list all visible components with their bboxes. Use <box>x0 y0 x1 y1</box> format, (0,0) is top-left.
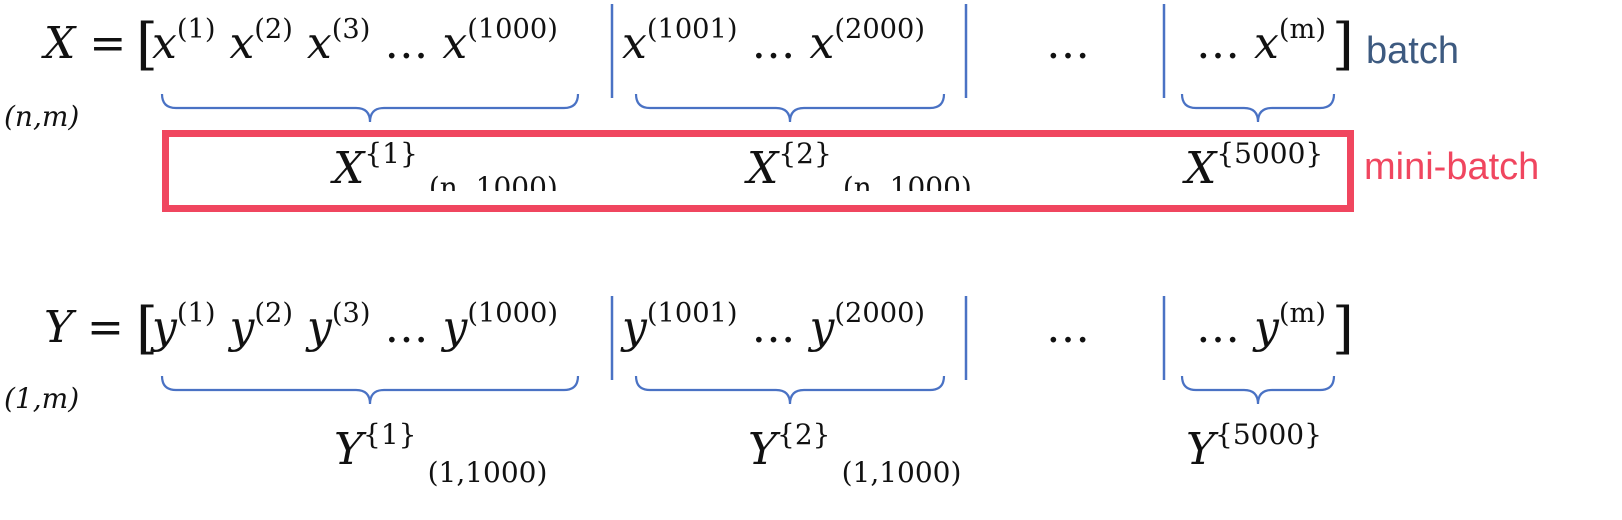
x-element-m: x(m) <box>1254 14 1326 69</box>
x-element-2: x(2) <box>229 14 293 69</box>
y-element-2000: y(2000) <box>809 298 926 353</box>
mini-batch-y-2: Y{2} (1,1000) <box>748 417 962 489</box>
x-ellipsis: … <box>751 18 796 69</box>
y-dimension-label: (1,m) <box>4 382 80 415</box>
y-batch-segment-last: … y(m) <box>1196 298 1326 353</box>
x-matrix-symbol: X <box>44 18 76 69</box>
x-dimension-label: (n,m) <box>4 100 80 133</box>
x-ellipsis: … <box>384 18 429 69</box>
y-element-3: y(3) <box>306 298 371 353</box>
y-element-1000: y(1000) <box>442 298 558 353</box>
mini-batch-y-2-dim: (1,1000) <box>841 456 962 489</box>
y-vector-symbol: Y <box>44 302 74 353</box>
x-batch-segment-1: x(1) x(2) x(3) … x(1000) <box>152 14 558 69</box>
mini-batch-label: mini-batch <box>1364 146 1540 188</box>
x-element-1001: x(1001) <box>622 14 738 69</box>
x-batch-segment-last: … x(m) <box>1196 14 1326 69</box>
x-element-1000: x(1000) <box>442 14 558 69</box>
y-element-m: y(m) <box>1254 298 1326 353</box>
x-element-2000: x(2000) <box>809 14 926 69</box>
equals-sign: = <box>87 302 124 353</box>
mini-batch-box-content: X{1} (n, 1000) X{2} (n, 1000) X{5000} <box>169 137 1347 191</box>
y-batch-segment-1: y(1) y(2) y(3) … y(1000) <box>152 298 558 353</box>
mini-batch-y-1: Y{1} (1,1000) <box>334 417 548 489</box>
y-batch-segment-2: y(1001) … y(2000) <box>622 298 926 353</box>
x-element-3: x(3) <box>306 14 371 69</box>
mini-batch-x-2-dim: (n, 1000) <box>842 171 972 191</box>
x-middle-ellipsis: … <box>1046 18 1090 69</box>
y-element-2: y(2) <box>229 298 293 353</box>
y-middle-ellipsis: … <box>1046 302 1090 353</box>
mini-batch-x-5000: X{5000} <box>1185 137 1324 191</box>
mini-batch-x-1-dim: (n, 1000) <box>428 171 558 191</box>
x-element-1: x(1) <box>152 14 216 69</box>
mini-batch-box <box>162 130 1354 212</box>
y-ellipsis: … <box>1196 302 1240 353</box>
batch-label: batch <box>1366 30 1459 72</box>
x-left-bracket: [ <box>136 12 158 77</box>
equals-sign: = <box>89 18 127 69</box>
y-brace-2 <box>634 375 946 405</box>
y-ellipsis: … <box>751 302 796 353</box>
mini-batch-y-5000: Y{5000} <box>1186 417 1322 475</box>
x-brace-last <box>1180 93 1336 123</box>
x-brace-1 <box>160 93 580 123</box>
mini-batch-y-1-dim: (1,1000) <box>427 456 548 489</box>
x-right-bracket: ] <box>1332 12 1354 77</box>
y-left-bracket: [ <box>136 296 158 361</box>
y-element-1: y(1) <box>152 298 216 353</box>
y-right-bracket: ] <box>1332 296 1354 361</box>
y-brace-1 <box>160 375 580 405</box>
x-equation-lhs: X = <box>44 18 126 69</box>
x-batch-segment-2: x(1001) … x(2000) <box>622 14 926 69</box>
x-brace-2 <box>634 93 946 123</box>
mini-batch-x-2: X{2} (n, 1000) <box>747 137 972 191</box>
y-brace-last <box>1180 375 1336 405</box>
mini-batch-x-1: X{1} (n, 1000) <box>333 137 558 191</box>
y-equation-lhs: Y = <box>44 302 124 353</box>
y-ellipsis: … <box>384 302 429 353</box>
x-ellipsis: … <box>1196 18 1240 69</box>
y-element-1001: y(1001) <box>622 298 738 353</box>
